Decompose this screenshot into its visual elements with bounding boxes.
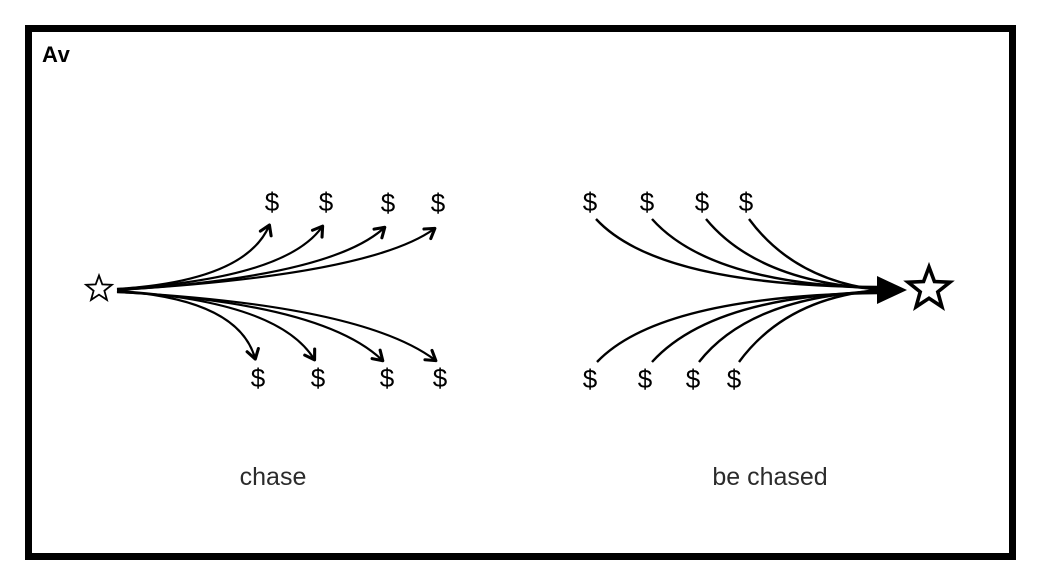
dollar-symbol: $ (251, 363, 266, 393)
dollar-symbol: $ (319, 187, 334, 217)
chasing-curve (738, 288, 880, 363)
chasing-curve (595, 218, 880, 289)
dollar-symbol: $ (695, 187, 710, 217)
dollar-symbol: $ (739, 187, 754, 217)
left-star-icon (83, 272, 115, 302)
caption-chase: chase (239, 463, 307, 491)
dollar-symbol: $ (640, 187, 655, 217)
dollar-symbol: $ (583, 187, 598, 217)
right-star-icon (903, 261, 955, 311)
dollar-symbol: $ (380, 363, 395, 393)
chasing-curve (698, 289, 880, 363)
dollar-symbol: $ (311, 363, 326, 393)
chase-arrow (116, 290, 438, 363)
caption-be-chased: be chased (712, 463, 828, 491)
panel-label: Av (42, 42, 71, 67)
chasing-curve (651, 290, 880, 363)
chase-arrow (116, 290, 385, 363)
dollar-symbol: $ (583, 364, 598, 394)
chasing-curve (705, 218, 880, 291)
dollar-symbol: $ (265, 187, 280, 217)
chase-arrow (116, 226, 437, 292)
chasing-curve (748, 218, 880, 292)
chase-arrow (116, 224, 325, 291)
chase-arrow (116, 225, 387, 292)
dollar-symbol: $ (381, 188, 396, 218)
dollar-symbol: $ (431, 188, 446, 218)
dollar-symbol: $ (727, 364, 742, 394)
dollar-symbol: $ (433, 363, 448, 393)
right-arrowhead-icon (877, 276, 907, 304)
dollar-symbol: $ (686, 364, 701, 394)
chasing-curve (651, 218, 880, 290)
dollar-symbol: $ (638, 364, 653, 394)
